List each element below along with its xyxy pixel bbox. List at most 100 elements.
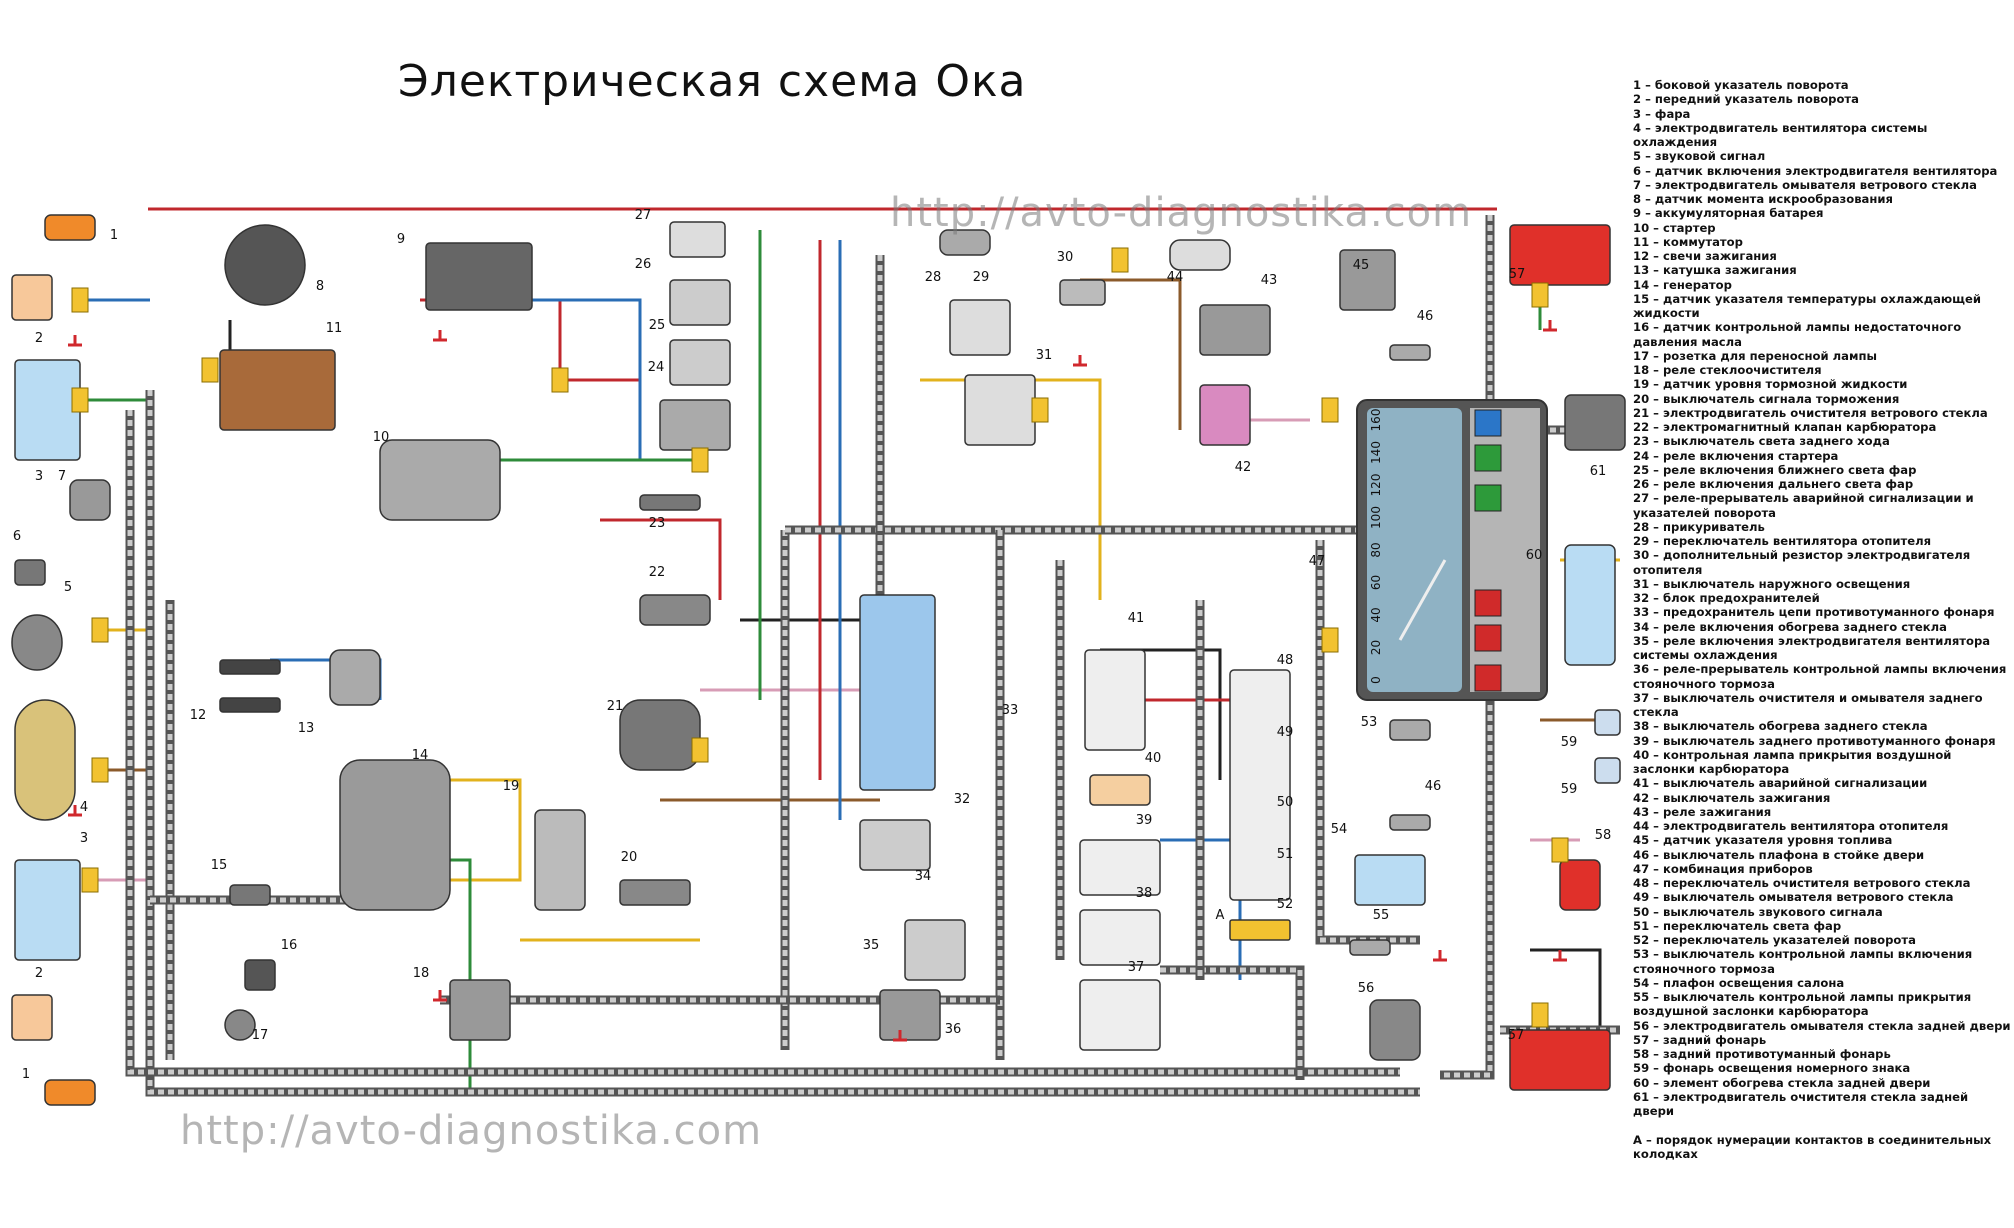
brake-fluid-sensor — [534, 809, 586, 911]
connector — [1031, 397, 1049, 423]
callout-label: 45 — [1353, 258, 1370, 273]
legend-item: 31 – выключатель наружного освещения — [1633, 576, 1911, 591]
speedometer-tick-label: 80 — [1369, 542, 1383, 557]
interior-lamp — [1354, 854, 1426, 906]
legend-item: 6 – датчик включения электродвигателя ве… — [1633, 163, 1998, 178]
portable-lamp-socket — [224, 1009, 256, 1041]
legend-item: 10 – стартер — [1633, 220, 1716, 235]
cooling-fan-motor — [14, 699, 76, 821]
callout-label: 34 — [915, 869, 932, 884]
callout-label: 43 — [1261, 273, 1278, 288]
diagram-title: Электрическая схема Ока — [398, 56, 1027, 107]
legend-item: 39 – выключатель заднего противотуманног… — [1633, 733, 1996, 748]
starter-relay — [659, 399, 731, 451]
legend-item: 37 – выключатель очистителя и омывателя … — [1633, 690, 1983, 719]
headlamp — [14, 359, 81, 461]
callout-label: 1 — [22, 1067, 30, 1082]
rear-lamp — [1509, 1029, 1611, 1091]
cigarette-lighter — [939, 229, 991, 256]
speedometer-tick-label: 60 — [1369, 575, 1383, 590]
harness-bundle — [1160, 967, 1303, 1080]
legend-item: 57 – задний фонарь — [1633, 1032, 1767, 1047]
legend-item: 58 – задний противотуманный фонарь — [1633, 1047, 1891, 1061]
legend-item: 1 – боковой указатель поворота — [1633, 78, 1849, 92]
legend-item: 4 – электродвигатель вентилятора системы… — [1633, 120, 1928, 149]
connector — [691, 447, 709, 473]
windshield-wiper-motor — [619, 699, 701, 771]
callout-label: 59 — [1561, 782, 1578, 797]
choke-switch — [1349, 939, 1391, 956]
callout-label: 59 — [1561, 735, 1578, 750]
ground-symbol — [433, 330, 447, 342]
spark-plug — [219, 659, 281, 675]
legend-item: 51 – переключатель света фар — [1633, 918, 1842, 933]
callout-label: 32 — [954, 792, 971, 807]
legend-item: 47 – комбинация приборов — [1633, 861, 1813, 876]
callout-label: 53 — [1361, 715, 1378, 730]
legend-item: 7 – электродвигатель омывателя ветрового… — [1633, 177, 1977, 192]
speedometer-tick-label: 160 — [1369, 409, 1383, 432]
harness-bundle — [127, 410, 1400, 1075]
legend-item: 19 – датчик уровня тормозной жидкости — [1633, 377, 1908, 392]
callout-label: 1 — [110, 228, 118, 243]
legend-item: 49 – выключатель омывателя ветрового сте… — [1633, 890, 1954, 905]
callout-label: 16 — [281, 938, 298, 953]
warning-lamp — [1474, 409, 1502, 437]
legend-item: 20 – выключатель сигнала торможения — [1633, 391, 1900, 406]
connector — [1321, 397, 1339, 423]
speedometer-needle — [1398, 559, 1447, 641]
carb-solenoid — [639, 594, 711, 626]
coolant-temp-sensor — [229, 884, 271, 906]
generator — [339, 759, 451, 911]
ignition-sensor — [224, 224, 306, 306]
legend-item: 24 – реле включения стартера — [1633, 448, 1839, 463]
door-switch — [1389, 814, 1431, 831]
connector — [71, 387, 89, 413]
legend-item: 48 – переключатель очистителя ветрового … — [1633, 876, 1971, 890]
speedometer-face — [1367, 408, 1462, 692]
legend-item: 27 – реле-прерыватель аварийной сигнализ… — [1633, 491, 1974, 520]
wire — [600, 518, 722, 600]
connector — [551, 367, 569, 393]
front-turn-indicator — [11, 274, 53, 321]
callout-label: 12 — [190, 708, 207, 723]
callout-label: 19 — [503, 779, 520, 794]
callout-label: 57 — [1509, 267, 1526, 282]
plate-lamp — [1594, 709, 1621, 736]
rear-washer-motor — [1369, 999, 1421, 1061]
watermark-top: http://avto-diagnostika.com — [890, 190, 1473, 236]
callout-label: 46 — [1417, 309, 1434, 324]
legend-item: 61 – электродвигатель очистителя стекла … — [1633, 1089, 1969, 1118]
rear-wiper-switch — [1079, 979, 1161, 1051]
fuse-block — [859, 594, 936, 791]
callout-label: 26 — [635, 257, 652, 272]
legend-item: 50 – выключатель звукового сигнала — [1633, 904, 1883, 919]
callout-label: 33 — [1002, 703, 1019, 718]
legend-item: 9 – аккумуляторная батарея — [1633, 206, 1824, 221]
legend-item: 26 – реле включения дальнего света фар — [1633, 477, 1914, 491]
callout-label: 58 — [1595, 828, 1612, 843]
wire — [420, 298, 640, 382]
legend-item: 3 – фара — [1633, 106, 1691, 121]
legend-item: 46 – выключатель плафона в стойке двери — [1633, 847, 1925, 862]
callout-label: 24 — [648, 360, 665, 375]
callout-label: 35 — [863, 938, 880, 953]
ground-symbol — [433, 990, 447, 1002]
legend-item: 2 – передний указатель поворота — [1633, 92, 1859, 107]
legend-item: 17 – розетка для переносной лампы — [1633, 348, 1877, 363]
parking-brake-switch — [1389, 719, 1431, 741]
callout-label: 57 — [1508, 1028, 1525, 1043]
callout-label: 4 — [80, 800, 88, 815]
callout-label: 6 — [13, 529, 21, 544]
legend-item: 32 – блок предохранителей — [1633, 591, 1820, 605]
connector — [691, 737, 709, 763]
side-turn-indicator — [44, 1079, 96, 1106]
legend-item: 14 – генератор — [1633, 277, 1732, 292]
connector — [71, 287, 89, 313]
callout-label: 40 — [1145, 751, 1162, 766]
defrost-relay — [859, 819, 931, 871]
callout-labels: 1122334567891011121314151617181920212223… — [13, 208, 1611, 1082]
legend-item: 12 – свечи зажигания — [1633, 249, 1777, 263]
